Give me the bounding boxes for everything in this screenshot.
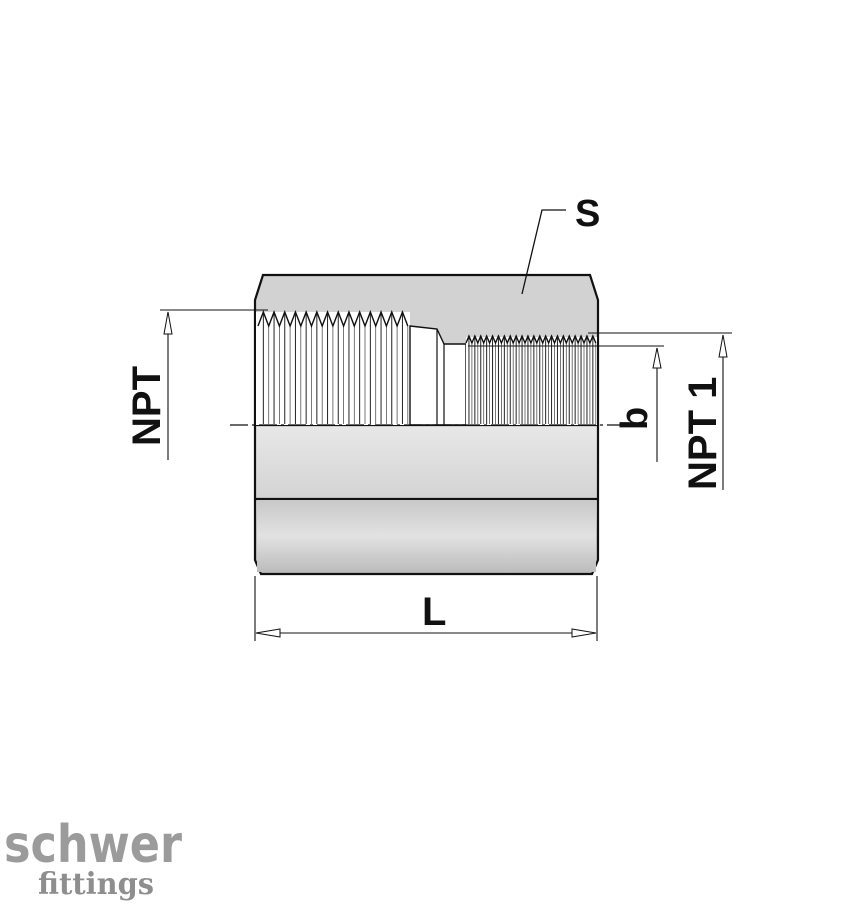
hex-flat <box>257 500 596 572</box>
s-leader <box>521 209 566 295</box>
brand-name: schwer <box>4 815 182 875</box>
l-arrow-right <box>571 628 597 638</box>
label-npt1: NPT 1 <box>681 377 725 490</box>
right-thread-teeth <box>465 334 597 424</box>
l-arrow-left <box>255 628 281 638</box>
label-b: b <box>614 407 656 430</box>
label-npt: NPT <box>125 366 169 446</box>
left-thread-teeth <box>257 310 409 424</box>
label-l: L <box>422 590 446 634</box>
schwer-fittings-logo: schwer fittings <box>4 815 182 902</box>
brand-subtitle: fittings <box>38 867 154 902</box>
npt-arrow <box>163 311 173 335</box>
thread-profile <box>465 334 597 345</box>
thread-profile <box>257 310 409 328</box>
npt1-arrow <box>718 334 728 358</box>
b-arrow <box>652 347 662 369</box>
right-thread-bore <box>466 337 597 425</box>
label-s: S <box>575 193 600 235</box>
